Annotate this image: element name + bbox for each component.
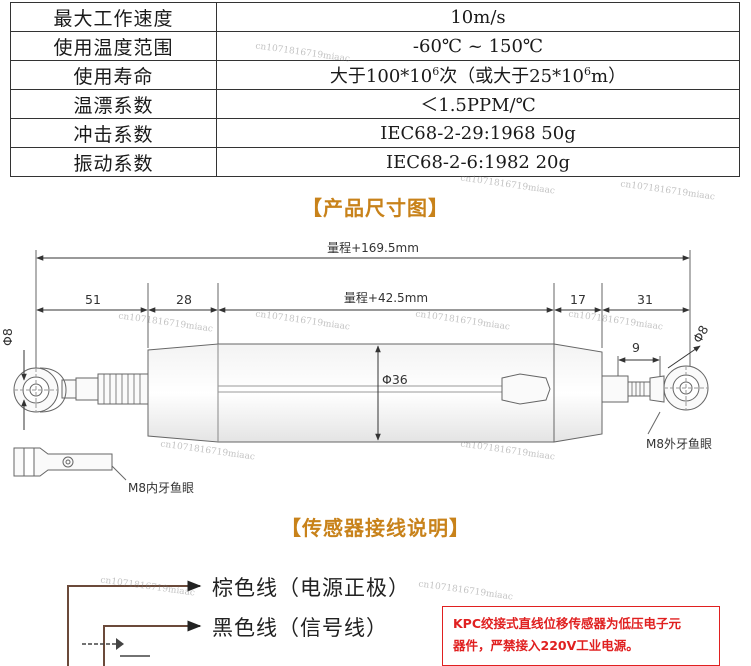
dim-17: 17 <box>570 292 586 307</box>
spec-value: 大于100*106次（或大于25*106m） <box>216 60 740 90</box>
dim-9-lines <box>617 356 661 376</box>
dim-9: 9 <box>632 340 640 355</box>
spec-value: ＜1.5PPM/℃ <box>216 89 740 119</box>
wire-lines <box>67 580 202 666</box>
m8-inner-leader <box>111 465 127 481</box>
phi-right-label: Φ8 <box>690 323 712 346</box>
spec-label: 振动系数 <box>10 147 217 177</box>
section-title-wiring: 【传感器接线说明】 <box>281 516 470 540</box>
m8-outer-label: M8外牙鱼眼 <box>646 437 712 451</box>
warning-line-1: KPC绞接式直线位移传感器为低压电子元 <box>453 616 682 631</box>
m8-inner-fisheye <box>13 447 113 477</box>
spec-label: 使用寿命 <box>10 60 217 90</box>
section-title-dimensions: 【产品尺寸图】 <box>302 196 449 220</box>
table-row: 使用寿命 大于100*106次（或大于25*106m） <box>10 60 740 90</box>
m8-outer-leader <box>647 411 661 435</box>
phi-body-label: Φ36 <box>382 372 408 387</box>
warning-line-2: 器件，严禁接入220V工业电源。 <box>453 638 639 653</box>
dim-total-label: 量程+169.5mm <box>327 240 419 255</box>
life-pre: 大于100*10 <box>329 66 433 87</box>
table-row: 使用温度范围 -60℃ ~ 150℃ <box>10 31 740 61</box>
spec-label: 温漂系数 <box>10 89 217 119</box>
spec-label: 冲击系数 <box>10 118 217 148</box>
dimension-drawing: 量程+169.5mm 51 28 量程+42.5mm 17 31 Φ36 <box>0 240 712 495</box>
life-post: m） <box>591 66 627 87</box>
table-row: 振动系数 IEC68-2-6:1982 20g <box>10 147 740 177</box>
sensor-body <box>147 343 603 443</box>
dim-28: 28 <box>176 292 192 307</box>
wiper-arrow-icon <box>116 638 124 650</box>
phi-left-label: Φ8 <box>0 328 15 346</box>
spec-value: 10m/s <box>216 2 740 32</box>
left-rod-end <box>13 367 149 413</box>
wiring-diagram <box>67 580 202 666</box>
life-exp2: 6 <box>584 65 591 78</box>
wire-black-label: 黑色线（信号线） <box>212 616 388 640</box>
spec-value: IEC68-2-29:1968 50g <box>216 118 740 148</box>
table-row: 最大工作速度 10m/s <box>10 2 740 32</box>
right-rod-end <box>601 365 709 411</box>
spec-table: 最大工作速度 10m/s 使用温度范围 -60℃ ~ 150℃ 使用寿命 大于1… <box>10 2 740 177</box>
life-exp: 6 <box>432 65 440 78</box>
dim-51: 51 <box>85 292 101 307</box>
spec-label: 最大工作速度 <box>10 2 217 32</box>
table-row: 温漂系数 ＜1.5PPM/℃ <box>10 89 740 119</box>
spec-value: IEC68-2-6:1982 20g <box>216 147 740 177</box>
dim-31: 31 <box>637 292 653 307</box>
m8-inner-label: M8内牙鱼眼 <box>128 481 194 495</box>
warning-box: KPC绞接式直线位移传感器为低压电子元 器件，严禁接入220V工业电源。 <box>442 606 720 666</box>
spec-label: 使用温度范围 <box>10 31 217 61</box>
life-mid: 次（或大于25*10 <box>439 66 584 87</box>
spec-value: -60℃ ~ 150℃ <box>216 31 740 61</box>
wire-brown-label: 棕色线（电源正极） <box>212 576 410 600</box>
dim-stroke: 量程+42.5mm <box>344 290 428 305</box>
table-row: 冲击系数 IEC68-2-29:1968 50g <box>10 118 740 148</box>
